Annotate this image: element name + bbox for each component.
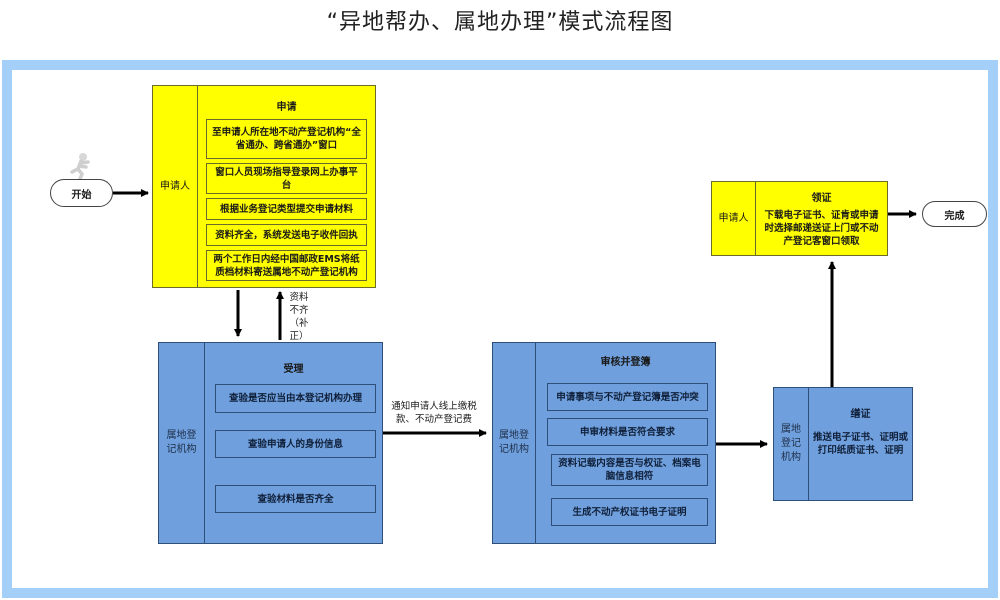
supplement-note-line: 正） xyxy=(289,331,309,342)
certify-lane-line: 机构 xyxy=(781,452,801,463)
collect-lane-label: 申请人 xyxy=(712,182,756,255)
collect-heading: 领证 xyxy=(811,193,832,204)
accept-lane-line: 属地登 xyxy=(166,430,197,441)
review-lane-line: 记机构 xyxy=(499,444,529,455)
review-step: 申审材料是否符合要求 xyxy=(547,418,708,446)
start-label: 开始 xyxy=(71,189,92,201)
certify-description: 推送电子证书、证明或打印纸质证书、证明 xyxy=(812,432,908,456)
certify-lane-line: 属地 xyxy=(781,424,801,435)
end-label: 完成 xyxy=(944,210,965,222)
apply-lane-text: 申请人 xyxy=(160,180,190,192)
diagram-title: “异地帮办、属地办理”模式流程图 xyxy=(326,10,674,35)
review-step: 申请事项与不动产登记簿是否冲突 xyxy=(547,383,708,411)
apply-step: 根据业务登记类型提交申请材料 xyxy=(206,198,367,220)
accept-box: 属地登 记机构 受理 查验是否应当由本登记机构办理 查验申请人的身份信息 查验材… xyxy=(158,342,383,544)
review-step: 资料记载内容是否与权证、档案电脑信息相符 xyxy=(551,454,708,486)
start-node: 开始 xyxy=(50,179,113,207)
apply-step: 至申请人所在地不动产登记机构“全省通办、跨省通办”窗口 xyxy=(206,119,367,159)
certify-heading: 缮证 xyxy=(850,409,871,420)
apply-box: 申请人 申请 至申请人所在地不动产登记机构“全省通办、跨省通办”窗口 窗口人员现… xyxy=(152,85,376,288)
accept-heading: 受理 xyxy=(283,364,304,375)
collect-lane-text: 申请人 xyxy=(718,212,749,224)
running-person-icon xyxy=(68,152,94,181)
accept-step: 查验申请人的身份信息 xyxy=(215,430,376,458)
accept-lane-line: 记机构 xyxy=(166,444,197,455)
review-step: 生成不动产权证书电子证明 xyxy=(551,498,708,526)
notify-note-line: 款、不动产登记费 xyxy=(395,414,472,425)
supplement-note: 资料 不齐 （补 正） xyxy=(287,291,311,343)
apply-step: 资料齐全，系统发送电子收件回执 xyxy=(206,224,367,246)
review-lane-label: 属地登 记机构 xyxy=(493,343,536,543)
notify-note: 通知申请人线上缴税 款、不动产登记费 xyxy=(384,400,484,426)
apply-heading: 申请 xyxy=(276,102,297,113)
certify-box: 属地 登记 机构 缮证 推送电子证书、证明或打印纸质证书、证明 xyxy=(773,387,913,501)
apply-step: 窗口人员现场指导登录网上办事平台 xyxy=(206,163,367,194)
accept-step: 查验是否应当由本登记机构办理 xyxy=(215,384,376,413)
notify-note-line: 通知申请人线上缴税 xyxy=(391,401,477,412)
review-heading: 审核并登簿 xyxy=(600,357,651,368)
end-node: 完成 xyxy=(922,201,987,227)
review-lane-line: 属地登 xyxy=(499,430,529,441)
supplement-note-line: （补 xyxy=(289,318,309,329)
apply-lane-label: 申请人 xyxy=(153,86,198,287)
supplement-note-line: 资料 xyxy=(289,292,309,303)
review-box: 属地登 记机构 审核并登簿 申请事项与不动产登记簿是否冲突 申审材料是否符合要求… xyxy=(492,342,716,544)
certify-lane-line: 登记 xyxy=(781,438,801,449)
accept-step: 查验材料是否齐全 xyxy=(215,485,376,513)
certify-lane-label: 属地 登记 机构 xyxy=(774,388,809,500)
supplement-note-line: 不齐 xyxy=(289,305,309,316)
collect-description: 下载电子证书、证肯或申请时选择邮递送证上门或不动产登记客窗口领取 xyxy=(764,210,879,247)
accept-lane-label: 属地登 记机构 xyxy=(159,343,205,543)
apply-step: 两个工作日内经中国邮政EMS将纸质档材料寄送属地不动产登记机构 xyxy=(206,250,367,281)
collect-box: 申请人 领证 下载电子证书、证肯或申请时选择邮递送证上门或不动产登记客窗口领取 xyxy=(711,181,888,256)
